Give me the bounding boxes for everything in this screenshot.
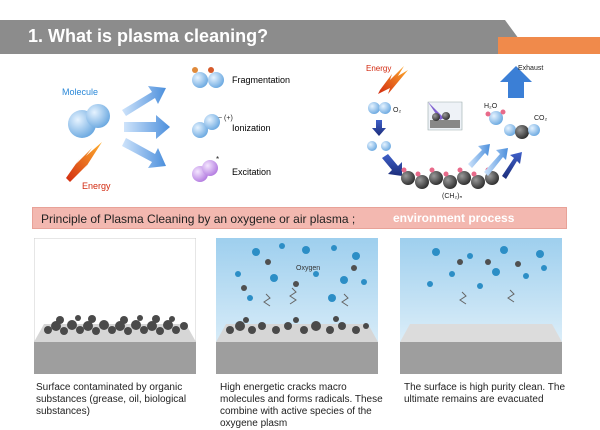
arrow-down-icon bbox=[122, 138, 166, 168]
ionization-icon bbox=[192, 114, 220, 138]
oxygen-cleaning-cycle-diagram: Energy O₂ (CH₂)ₙ H₂O CO₂ Exhaust bbox=[366, 64, 548, 200]
plasma-reactions-diagram: Molecule Energy Fragmentation − (+) Ioni… bbox=[62, 67, 290, 191]
title-accent bbox=[498, 37, 600, 54]
down-arrow-1-icon bbox=[372, 120, 386, 136]
principle-text: Principle of Plasma Cleaning by an oxyge… bbox=[41, 212, 356, 226]
principle-banner: Principle of Plasma Cleaning by an oxyge… bbox=[32, 207, 567, 229]
o-radicals-icon bbox=[367, 141, 391, 151]
contaminated-surface-illustration bbox=[34, 238, 196, 374]
co2-label: CO₂ bbox=[534, 115, 548, 122]
molecule-label: Molecule bbox=[62, 87, 98, 97]
arrow-right-icon bbox=[124, 115, 170, 139]
o2-label: O₂ bbox=[393, 107, 401, 114]
principle-highlight: environment process bbox=[393, 211, 515, 225]
panel-clean-surface bbox=[400, 238, 562, 374]
excitation-label: Excitation bbox=[232, 167, 271, 177]
h2o-label: H₂O bbox=[484, 103, 498, 110]
cycle-energy-bolt-icon bbox=[378, 66, 408, 94]
uv-plate-icon bbox=[427, 101, 463, 131]
page-title: 1. What is plasma cleaning? bbox=[28, 26, 269, 46]
exhaust-label: Exhaust bbox=[518, 65, 543, 72]
energy-bolt-icon bbox=[66, 142, 102, 182]
fragmentation-label: Fragmentation bbox=[232, 75, 290, 85]
exhaust-arrow-icon bbox=[500, 66, 532, 98]
fragmentation-icon bbox=[192, 67, 224, 88]
panel-plasma-cracking: Oxygen bbox=[216, 238, 378, 374]
up-arrow-navy-icon bbox=[502, 152, 522, 179]
ionization-label: Ionization bbox=[232, 123, 271, 133]
excitation-icon bbox=[192, 160, 218, 182]
caption-clean-surface: The surface is high purity clean. The ul… bbox=[404, 382, 566, 405]
panel-contaminated bbox=[34, 238, 196, 374]
ch2n-label: (CH₂)ₙ bbox=[442, 193, 462, 200]
energy-label: Energy bbox=[82, 181, 111, 191]
hydrocarbon-chain-icon bbox=[401, 167, 499, 189]
h2o-molecule-icon bbox=[485, 109, 506, 125]
arrow-up-icon bbox=[122, 86, 166, 116]
caption-plasma-cracking: High energetic cracks macro molecules an… bbox=[220, 382, 383, 429]
plasma-cracking-illustration: Oxygen bbox=[216, 238, 378, 374]
down-right-arrow-icon bbox=[382, 154, 402, 176]
clean-surface-illustration bbox=[400, 238, 562, 374]
molecule-icon bbox=[68, 104, 110, 138]
excitation-mark: * bbox=[216, 155, 219, 164]
title-bar: 1. What is plasma cleaning? bbox=[0, 20, 600, 54]
ionization-charge: − (+) bbox=[218, 115, 233, 122]
o2-molecule-icon bbox=[368, 102, 391, 114]
oxygen-label: Oxygen bbox=[296, 265, 320, 272]
co2-molecule-icon bbox=[504, 124, 540, 139]
caption-contaminated: Surface contaminated by organic substanc… bbox=[36, 382, 187, 417]
up-arrow-light-1-icon bbox=[468, 144, 490, 168]
cycle-energy-label: Energy bbox=[366, 64, 391, 73]
up-arrow-light-2-icon bbox=[484, 148, 508, 176]
